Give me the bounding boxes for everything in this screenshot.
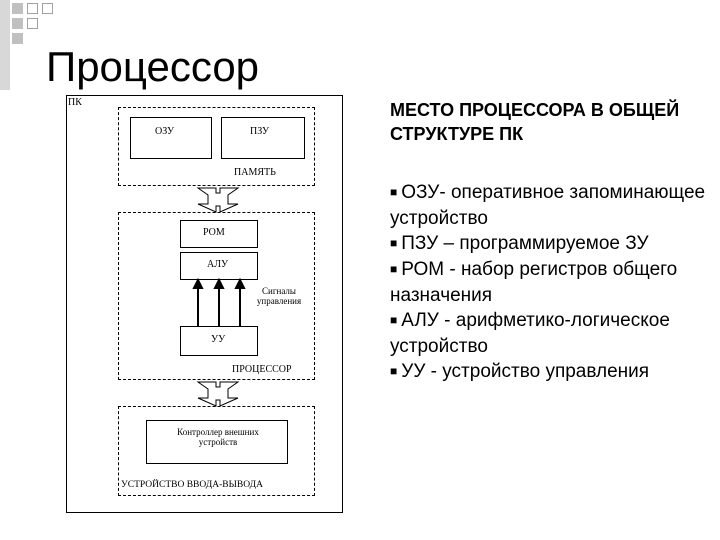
control-unit-label: УУ [211, 334, 226, 345]
list-item: ■РОМ - набор регистров общего назначения [390, 257, 715, 308]
control-signals-label: Сигналы управления [256, 286, 302, 306]
decorative-square [12, 33, 23, 44]
control-arrowhead-left [192, 277, 204, 289]
decorative-square [42, 3, 53, 14]
processor-io-bus-arrow [196, 381, 240, 407]
rom-label: ПЗУ [250, 126, 270, 137]
registers-box: РОМ [180, 220, 258, 248]
list-item: ■ОЗУ- оперативное запоминающее устройств… [390, 180, 715, 231]
memory-label: ПАМЯТЬ [234, 167, 276, 178]
alu-box: АЛУ [180, 252, 258, 280]
pc-label: ПК [68, 97, 82, 108]
list-item: ■УУ - устройство управления [390, 359, 715, 385]
control-arrowhead-middle [213, 277, 225, 289]
decorative-side-bar [0, 0, 10, 90]
square-bullet-icon: ■ [390, 261, 398, 276]
bullet-text: ОЗУ- оперативное запоминающее устройство [390, 182, 706, 229]
registers-label: РОМ [203, 227, 225, 238]
bullet-text: УУ - устройство управления [401, 361, 650, 383]
bullet-text: АЛУ - арифметико-логическое устройство [390, 310, 670, 357]
processor-label: ПРОЦЕССОР [232, 364, 292, 375]
decorative-square [27, 3, 38, 14]
square-bullet-icon: ■ [390, 313, 398, 328]
definitions-list: ■ОЗУ- оперативное запоминающее устройств… [390, 180, 715, 385]
square-bullet-icon: ■ [390, 364, 398, 379]
decorative-square [27, 18, 38, 29]
ram-box: ОЗУ [130, 117, 212, 159]
list-item: ■ПЗУ – программируемое ЗУ [390, 231, 715, 257]
pc-frame [66, 95, 343, 513]
decorative-square [12, 3, 23, 14]
list-item: ■АЛУ - арифметико-логическое устройство [390, 308, 715, 359]
bullet-text: РОМ - набор регистров общего назначения [390, 258, 678, 306]
control-arrowhead-right [234, 277, 246, 289]
rom-box: ПЗУ [221, 117, 305, 159]
memory-processor-bus-arrow [196, 187, 240, 213]
decorative-square [12, 18, 23, 29]
controller-box: Контроллер внешних устройств [146, 420, 288, 464]
alu-label: АЛУ [207, 259, 229, 270]
square-bullet-icon: ■ [390, 236, 398, 251]
bullet-text: ПЗУ – программируемое ЗУ [401, 233, 649, 255]
io-label: УСТРОЙСТВО ВВОДА-ВЫВОДА [121, 480, 263, 490]
square-bullet-icon: ■ [390, 185, 398, 199]
side-heading: МЕСТО ПРОЦЕССОРА В ОБЩЕЙ СТРУКТУРЕ ПК [390, 100, 680, 145]
slide-title: Процессор [46, 43, 260, 90]
controller-label: Контроллер внешних устройств [177, 427, 259, 447]
control-unit-box: УУ [180, 326, 258, 356]
ram-label: ОЗУ [155, 126, 175, 137]
memory-block [118, 107, 315, 186]
